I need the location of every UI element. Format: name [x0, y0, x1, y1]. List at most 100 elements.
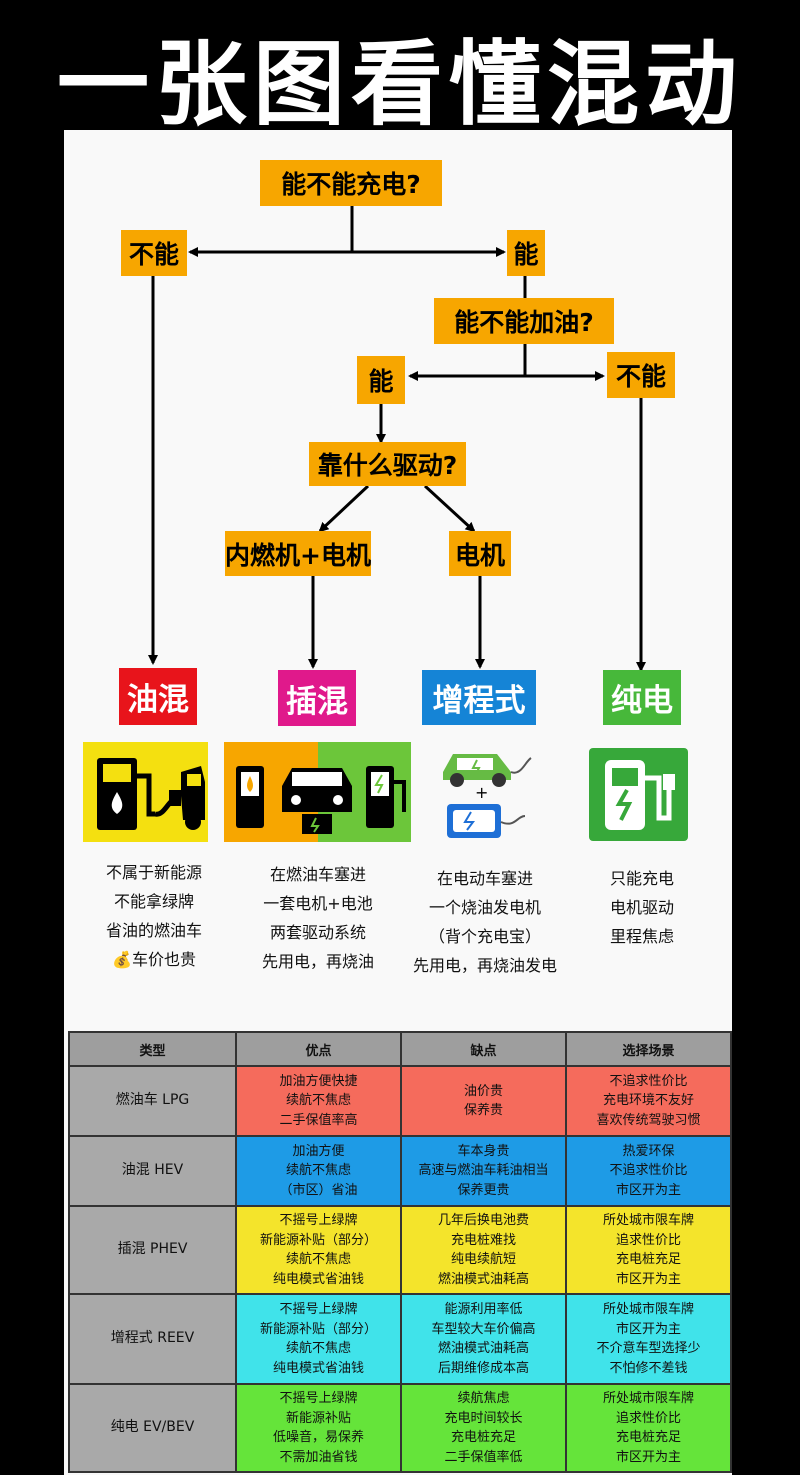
description-line: 电机驱动 [609, 898, 674, 917]
description-line: 不能拿绿牌 [113, 892, 194, 911]
category-phev: 插混 [278, 670, 356, 726]
power-bank-icon [447, 804, 526, 838]
description-line: （背个充电宝） [428, 927, 541, 946]
pros-line: 新能源补贴（部分） [259, 1321, 377, 1337]
scenario-line: 不怕修不差钱 [609, 1360, 688, 1376]
cons-line: 燃油模式油耗高 [437, 1341, 529, 1356]
reev-description: 在电动车塞进 一个烧油发电机 （背个充电宝） 先用电，再烧油发电 [400, 864, 570, 980]
fuel-nozzle-icon [154, 790, 181, 817]
pros-line: 不需加油省钱 [279, 1449, 358, 1465]
table-header-row: 类型 优点 缺点 选择场景 [68, 1031, 732, 1067]
cons-line: 续航焦虑 [457, 1391, 510, 1406]
scenario-line: 市区开为主 [615, 1182, 681, 1198]
pros-line: 续航不焦虑 [285, 1093, 351, 1109]
gas-station-icon [97, 758, 155, 830]
cons-line: 二手保值率低 [444, 1449, 523, 1465]
row-cons-cell: 几年后换电池费充电桩难找纯电续航短燃油模式油耗高 [400, 1205, 567, 1295]
cons-line: 油价贵 [463, 1083, 503, 1099]
description-line: 两套驱动系统 [269, 923, 366, 942]
bev-illustration [589, 748, 688, 841]
scenario-line: 充电桩充足 [615, 1430, 681, 1445]
cons-line: 充电桩充足 [450, 1430, 516, 1445]
pros-line: 不摇号上绿牌 [279, 1302, 358, 1317]
cons-line: 几年后换电池费 [437, 1213, 529, 1228]
question-drive-source: 靠什么驱动? [309, 442, 466, 486]
pros-line: 新能源补贴（部分） [259, 1232, 377, 1248]
cons-line: 充电桩难找 [450, 1232, 516, 1248]
description-line: 一个烧油发电机 [428, 898, 541, 917]
row-cons-cell: 能源利用率低车型较大车价偏高燃油模式油耗高后期维修成本高 [400, 1293, 567, 1385]
row-type-cell: 油混 HEV [68, 1135, 237, 1207]
cons-line: 充电时间较长 [444, 1410, 523, 1426]
cons-line: 高速与燃油车耗油相当 [418, 1163, 549, 1179]
scenario-line: 不追求性价比 [609, 1073, 688, 1089]
description-line: 一套电机+电池 [263, 894, 373, 913]
charging-station-icon [605, 760, 645, 830]
row-scenario-cell: 所处城市限车牌追求性价比充电桩充足市区开为主 [565, 1383, 732, 1473]
pros-line: 续航不焦虑 [285, 1341, 351, 1356]
row-pros-cell: 不摇号上绿牌新能源补贴（部分）续航不焦虑纯电模式省油钱 [235, 1293, 402, 1385]
description-line: 只能充电 [609, 869, 674, 888]
pros-line: 续航不焦虑 [285, 1163, 351, 1179]
cons-line: 燃油模式油耗高 [437, 1271, 529, 1287]
answer-engine-plus-motor: 内燃机+电机 [225, 531, 371, 576]
pros-line: 二手保值率高 [279, 1112, 358, 1128]
description-line: 在燃油车塞进 [269, 865, 366, 884]
scenario-line: 充电桩充足 [615, 1252, 681, 1267]
hev-description: 不属于新能源 不能拿绿牌 省油的燃油车 💰车价也贵 [93, 858, 215, 974]
pros-line: 低噪音，易保养 [272, 1430, 364, 1445]
scenario-line: 不追求性价比 [609, 1163, 688, 1179]
answer-cannot-refuel: 不能 [607, 352, 675, 398]
scenario-line: 热爱环保 [622, 1143, 675, 1159]
description-line: 不属于新能源 [105, 863, 202, 882]
row-type-cell: 插混 PHEV [68, 1205, 237, 1295]
pros-line: 不摇号上绿牌 [279, 1391, 358, 1406]
row-scenario-cell: 不追求性价比充电环境不友好喜欢传统驾驶习惯 [565, 1065, 732, 1137]
scenario-line: 喜欢传统驾驶习惯 [596, 1112, 701, 1128]
column-header-cons: 缺点 [400, 1031, 567, 1067]
row-scenario-cell: 所处城市限车牌追求性价比充电桩充足市区开为主 [565, 1205, 732, 1295]
scenario-line: 不介意车型选择少 [596, 1341, 701, 1356]
table-row: 油混 HEV 加油方便续航不焦虑 （市区）省油 车本身贵高速与燃油车耗油相当保养更贵 热… [68, 1135, 732, 1207]
column-header-type: 类型 [68, 1031, 237, 1067]
pros-line: （市区）省油 [279, 1182, 358, 1198]
row-scenario-cell: 热爱环保不追求性价比市区开为主 [565, 1135, 732, 1207]
scenario-line: 充电环境不友好 [602, 1093, 694, 1109]
pros-line: 续航不焦虑 [285, 1252, 351, 1267]
description-line: 💰车价也贵 [112, 950, 196, 969]
charging-plug-icon [645, 774, 675, 821]
row-pros-cell: 加油方便续航不焦虑 （市区）省油 [235, 1135, 402, 1207]
scenario-line: 市区开为主 [615, 1449, 681, 1465]
car-icon [181, 766, 205, 830]
column-header-scenario: 选择场景 [565, 1031, 732, 1067]
scenario-line: 所处城市限车牌 [602, 1391, 694, 1406]
page-title: 一张图看懂混动 [56, 31, 743, 138]
cons-line: 保养更贵 [457, 1182, 510, 1198]
description-line: 省油的燃油车 [105, 921, 202, 940]
scenario-line: 所处城市限车牌 [602, 1213, 694, 1228]
cons-line: 车型较大车价偏高 [431, 1321, 536, 1337]
scenario-line: 所处城市限车牌 [602, 1302, 694, 1317]
row-type-cell: 燃油车 LPG [68, 1065, 237, 1137]
category-hev: 油混 [119, 668, 197, 725]
row-pros-cell: 加油方便快捷续航不焦虑二手保值率高 [235, 1065, 402, 1137]
phev-description: 在燃油车塞进 一套电机+电池 两套驱动系统 先用电，再烧油 [252, 860, 384, 976]
category-reev: 增程式 [422, 670, 536, 725]
pros-line: 加油方便快捷 [279, 1073, 358, 1089]
row-pros-cell: 不摇号上绿牌新能源补贴低噪音，易保养不需加油省钱 [235, 1383, 402, 1473]
scenario-line: 追求性价比 [615, 1232, 681, 1248]
pros-line: 加油方便 [292, 1143, 345, 1159]
cons-line: 能源利用率低 [444, 1302, 523, 1317]
answer-can-refuel: 能 [357, 356, 405, 404]
description-line: 先用电，再烧油发电 [412, 956, 557, 975]
cons-line: 保养贵 [463, 1103, 503, 1118]
pros-line: 新能源补贴 [285, 1410, 351, 1426]
question-can-charge: 能不能充电? [260, 160, 442, 206]
cons-line: 车本身贵 [457, 1143, 510, 1159]
gas-station-icon [236, 766, 264, 828]
